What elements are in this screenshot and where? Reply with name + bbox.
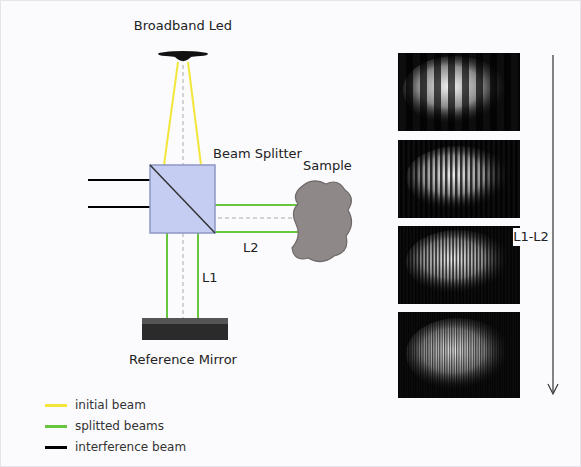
part-label: L2 [243, 240, 259, 256]
part-label: Reference Mirror [129, 352, 237, 368]
legend-text: splitted beams [75, 418, 164, 434]
legend-swatch [45, 404, 67, 407]
legend-swatch [45, 446, 67, 449]
legend-text: initial beam [75, 397, 146, 413]
part-label: Beam Splitter [213, 146, 302, 162]
part-label: L1 [202, 270, 218, 286]
legend-text: interference beam [75, 439, 186, 455]
part-label: Broadband Led [134, 18, 232, 34]
part-label: L1-L2 [513, 228, 549, 246]
legend-swatch [45, 425, 67, 428]
part-label: Sample [303, 158, 352, 174]
